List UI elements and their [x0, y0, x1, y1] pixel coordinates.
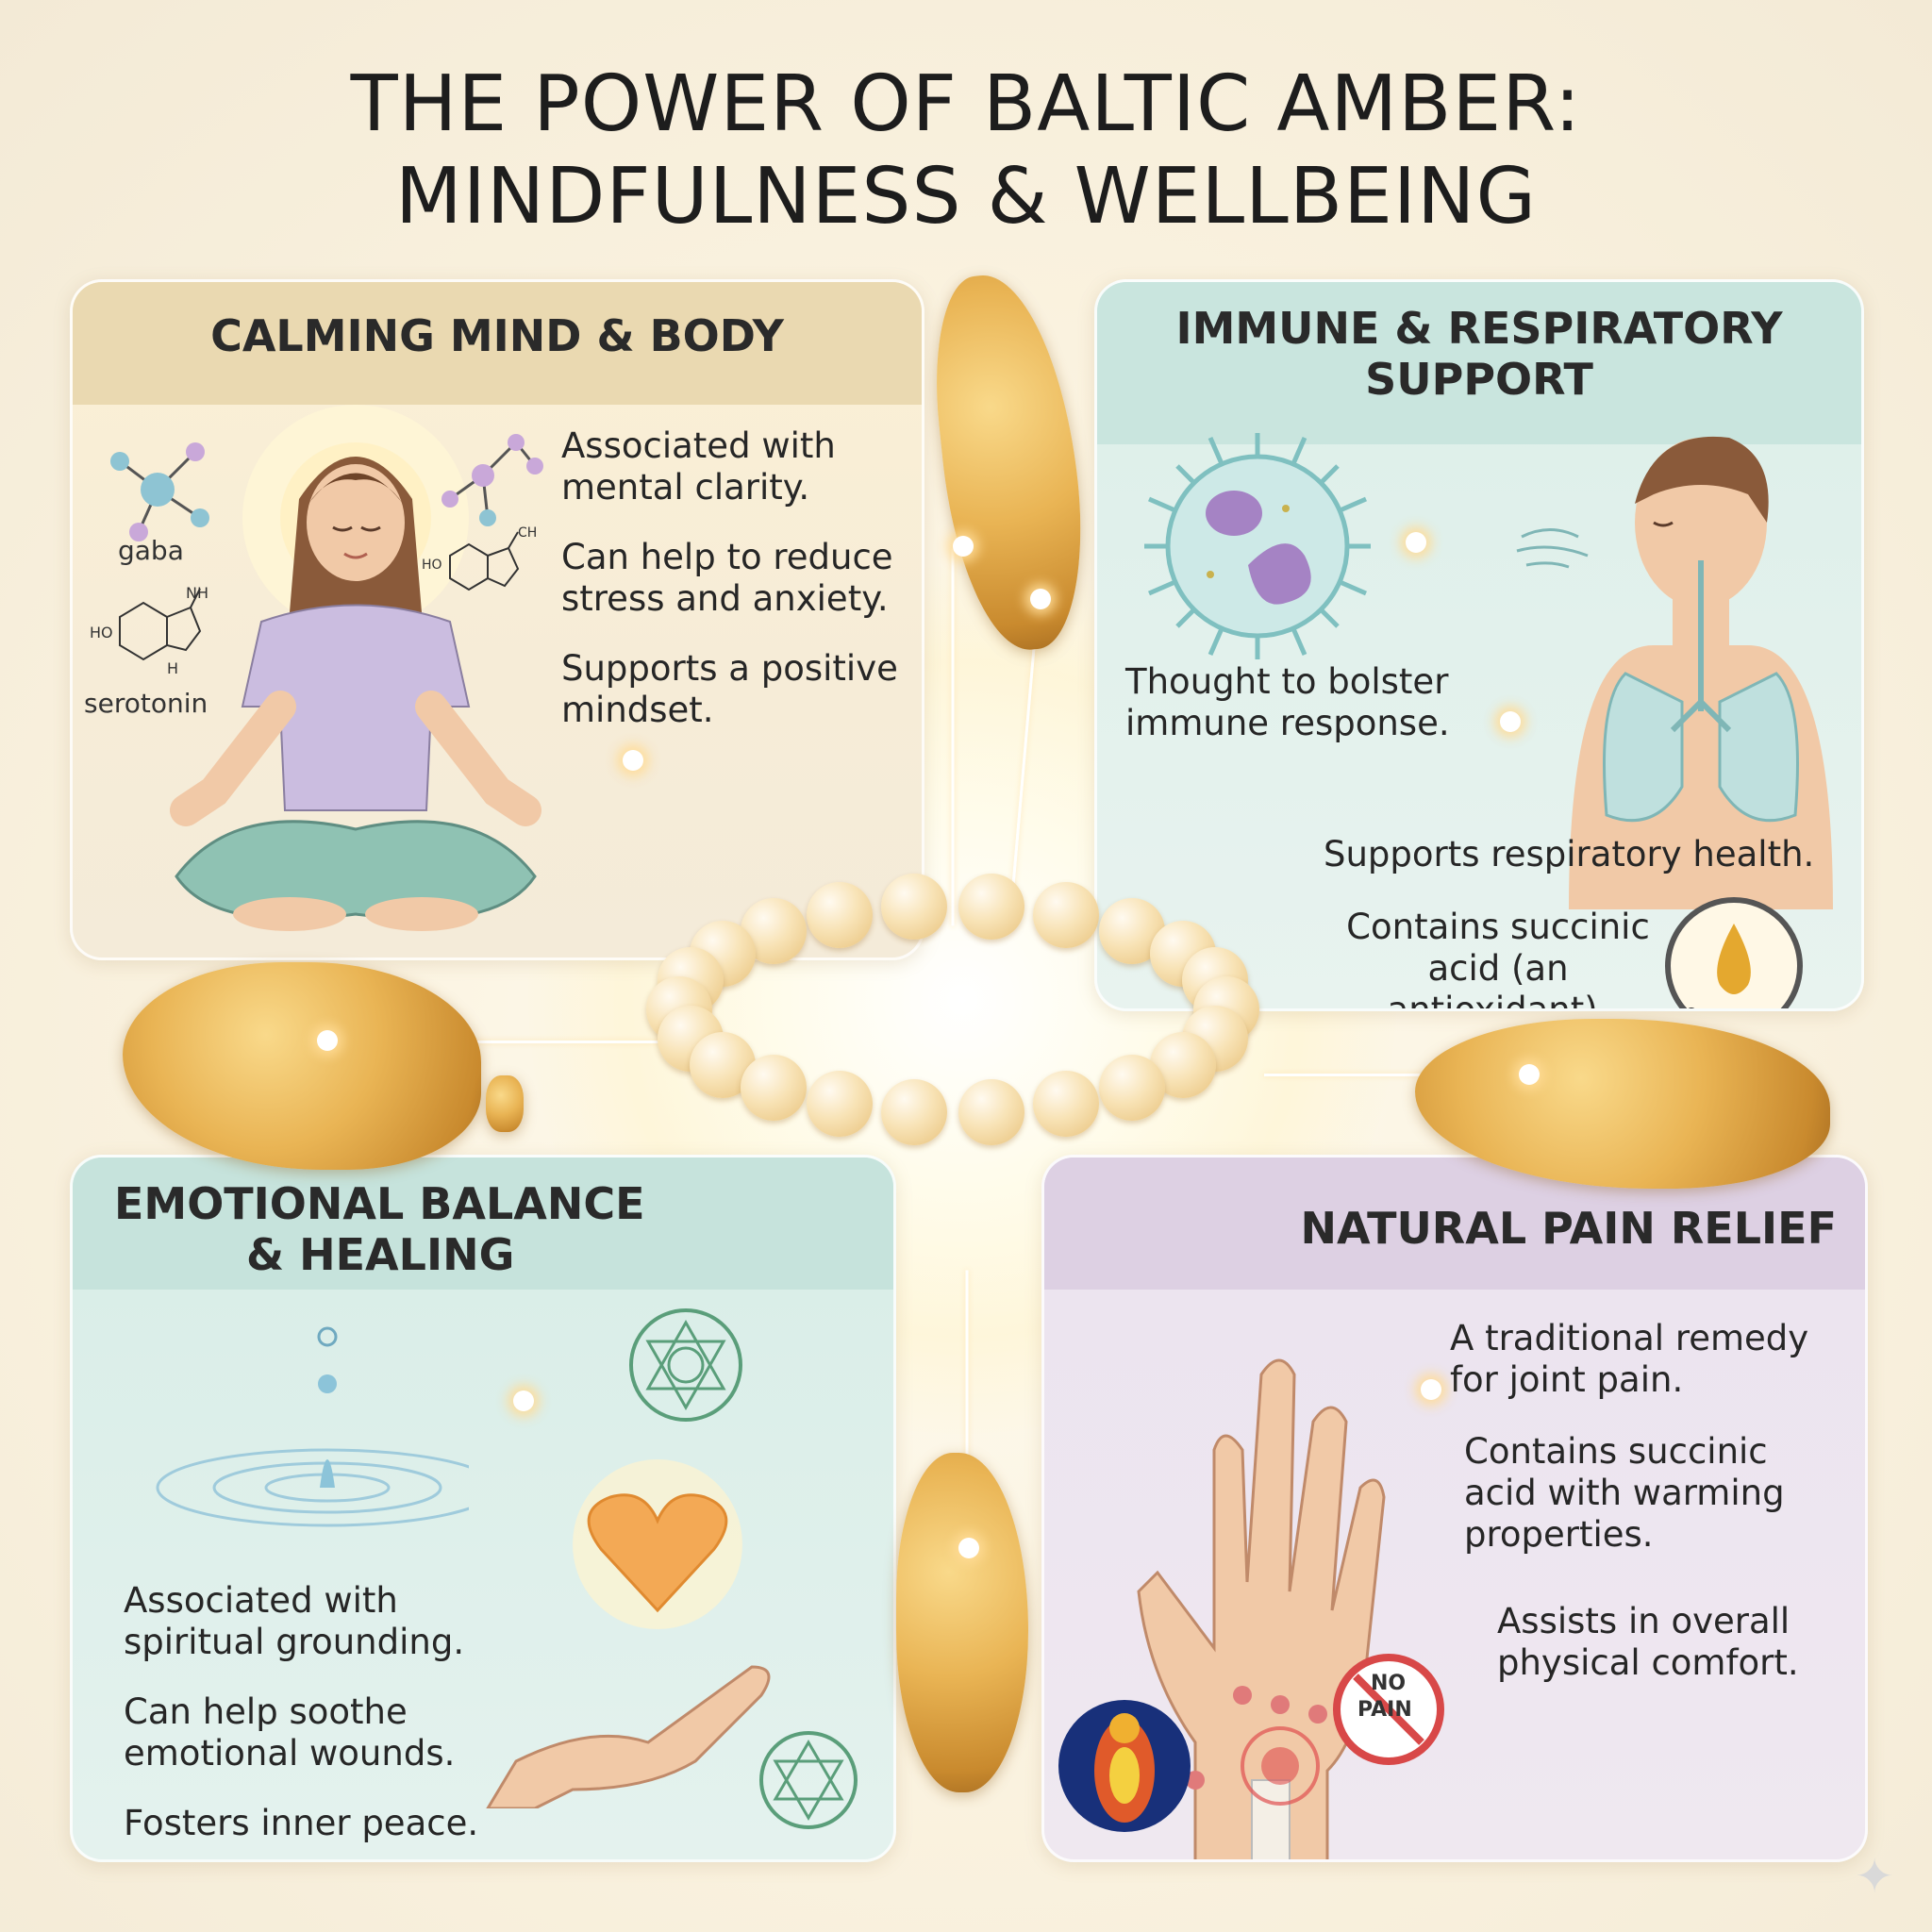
molecule-icon [110, 442, 209, 541]
meditation-figure [170, 405, 541, 931]
oil-drop-magnifier-icon [1665, 897, 1803, 1008]
title-line-2: MINDFULNESS & WELLBEING [395, 152, 1537, 242]
panel-emotional-heading-1: EMOTIONAL BALANCE [114, 1178, 645, 1229]
heart-icon [573, 1459, 742, 1629]
node-dot [953, 536, 974, 557]
node-dot [513, 1391, 534, 1411]
no-pain-line-2: PAIN [1357, 1698, 1412, 1722]
serotonin-molecule [119, 588, 202, 661]
ch-label: CH [518, 525, 538, 541]
panel-immune-heading-2: SUPPORT [1365, 354, 1593, 405]
emotional-text: Associated with spiritual grounding. Can… [124, 1580, 520, 1859]
hand-icon [1137, 1358, 1386, 1859]
amber-stone [123, 962, 481, 1170]
node-dot [1519, 1064, 1540, 1085]
serotonin-label: serotonin [84, 688, 208, 719]
person-lungs-icon [1569, 436, 1833, 909]
calming-item-1: Associated with mental clarity. [561, 425, 836, 508]
ho-label-2: HO [422, 558, 442, 573]
calming-item-2: Can help to reduce stress and anxiety. [561, 537, 893, 619]
page-title: THE POWER OF BALTIC AMBER: MINDFULNESS &… [0, 58, 1932, 243]
panel-immune-heading: IMMUNE & RESPIRATORY SUPPORT [1097, 282, 1861, 444]
emotional-item-3: Fosters inner peace. [124, 1803, 479, 1843]
panel-emotional-heading-2: & HEALING [246, 1229, 515, 1280]
amber-stone [1415, 1019, 1830, 1189]
panel-immune-heading-1: IMMUNE & RESPIRATORY [1175, 303, 1783, 354]
panel-emotional-heading: EMOTIONAL BALANCE & HEALING [73, 1158, 893, 1290]
title-line-1: THE POWER OF BALTIC AMBER: [350, 59, 1582, 149]
node-dot [1030, 589, 1051, 609]
immune-item-1: Thought to bolster immune response. [1125, 661, 1450, 743]
bracelet-bead [741, 1055, 808, 1122]
indole-molecule [449, 531, 520, 591]
molecule-icon [441, 434, 543, 526]
panel-emotional: EMOTIONAL BALANCE & HEALING Associated w… [70, 1155, 896, 1862]
panel-calming: CALMING MIND & BODY gaba [70, 279, 924, 960]
immune-item-3: Contains succinic acid (an antioxidant). [1346, 907, 1650, 1011]
panel-immune: IMMUNE & RESPIRATORY SUPPORT Thought to … [1094, 279, 1864, 1011]
virus-cell-icon [1144, 433, 1371, 659]
calming-text: Associated with mental clarity. Can help… [561, 425, 901, 759]
bracelet-bead [806, 881, 873, 948]
hand-icon [486, 1665, 771, 1808]
emotional-item-1: Associated with spiritual grounding. [124, 1580, 465, 1662]
bracelet-bead [880, 1078, 947, 1145]
no-pain-line-1: NO [1371, 1672, 1407, 1695]
bracelet-bead [1033, 881, 1100, 948]
no-pain-icon [1333, 1654, 1444, 1765]
node-dot [317, 1030, 338, 1051]
amber-stone [486, 1075, 524, 1132]
chakra-icon [759, 1731, 858, 1829]
bracelet-bead [1033, 1071, 1100, 1138]
bracelet-bead [958, 1078, 1025, 1145]
node-dot [1421, 1379, 1441, 1400]
breath-icon [1516, 528, 1589, 569]
connector-line [325, 1041, 684, 1043]
sparkle-icon: ✦ [1855, 1850, 1894, 1903]
nh-label: NH [186, 584, 208, 602]
water-ripple-icon [156, 1326, 469, 1527]
bracelet-bead [806, 1071, 873, 1138]
bracelet-bead [880, 874, 947, 941]
bracelet-bead [1098, 1055, 1165, 1122]
node-dot [623, 750, 643, 771]
pain-item-2: Contains succinic acid with warming prop… [1464, 1431, 1785, 1555]
node-dot [1500, 711, 1521, 732]
thermal-body-icon [1058, 1700, 1191, 1832]
bracelet-bead [958, 874, 1025, 941]
amber-stone [896, 1453, 1028, 1792]
connector-line [1264, 1074, 1538, 1076]
panel-calming-heading: CALMING MIND & BODY [73, 282, 922, 405]
h-label: H [167, 659, 179, 677]
node-dot [958, 1538, 979, 1558]
chakra-icon [629, 1308, 742, 1422]
calming-item-3: Supports a positive mindset. [561, 648, 898, 730]
pain-item-3: Assists in overall physical comfort. [1497, 1601, 1799, 1683]
emotional-item-2: Can help soothe emotional wounds. [124, 1691, 456, 1774]
gaba-label: gaba [118, 535, 184, 566]
pain-item-1: A traditional remedy for joint pain. [1450, 1318, 1809, 1400]
immune-item-2: Supports respiratory health. [1324, 834, 1815, 874]
ho-label: HO [90, 624, 113, 641]
node-dot [1406, 532, 1426, 553]
